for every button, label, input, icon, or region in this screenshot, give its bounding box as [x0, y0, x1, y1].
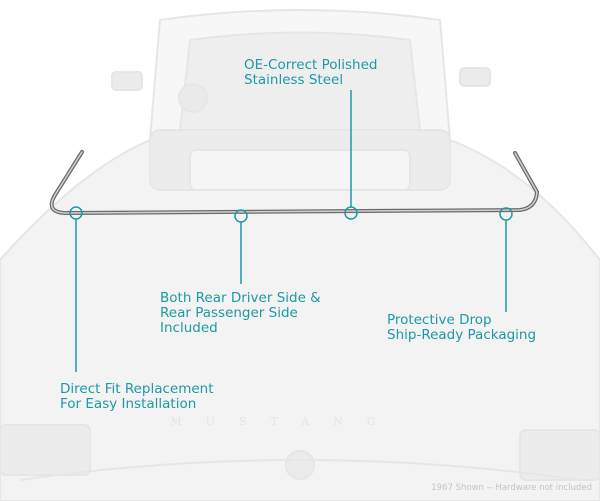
callout-marker-fit	[69, 206, 83, 220]
callout-text: Stainless Steel	[244, 72, 344, 88]
callout-fit: Direct Fit Replacement For Easy Installa…	[60, 382, 214, 412]
image-caption: 1967 Shown -- Hardware not included	[431, 483, 592, 493]
callout-marker-packaging	[499, 207, 513, 221]
callout-sides: Both Rear Driver Side & Rear Passenger S…	[160, 291, 321, 336]
stainless-trim-molding	[49, 150, 540, 216]
callout-text: Ship-Ready Packaging	[387, 327, 537, 343]
faded-car-background	[0, 9, 600, 501]
callout-material: OE-Correct Polished Stainless Steel	[244, 58, 377, 88]
callout-text: Both Rear Driver Side &	[160, 290, 321, 306]
car-lettering: MUSTANG	[170, 415, 400, 428]
callout-marker-material	[344, 206, 358, 220]
callout-text: Rear Passenger Side	[160, 305, 298, 321]
callout-text: For Easy Installation	[60, 396, 197, 412]
callout-text: Protective Drop	[387, 312, 492, 328]
callout-lines	[69, 90, 513, 372]
callout-text: OE-Correct Polished	[244, 57, 378, 73]
callout-text: Direct Fit Replacement	[60, 381, 214, 397]
callout-marker-sides	[234, 209, 248, 223]
callout-packaging: Protective Drop Ship-Ready Packaging	[387, 313, 536, 343]
callout-text: Included	[160, 320, 218, 336]
